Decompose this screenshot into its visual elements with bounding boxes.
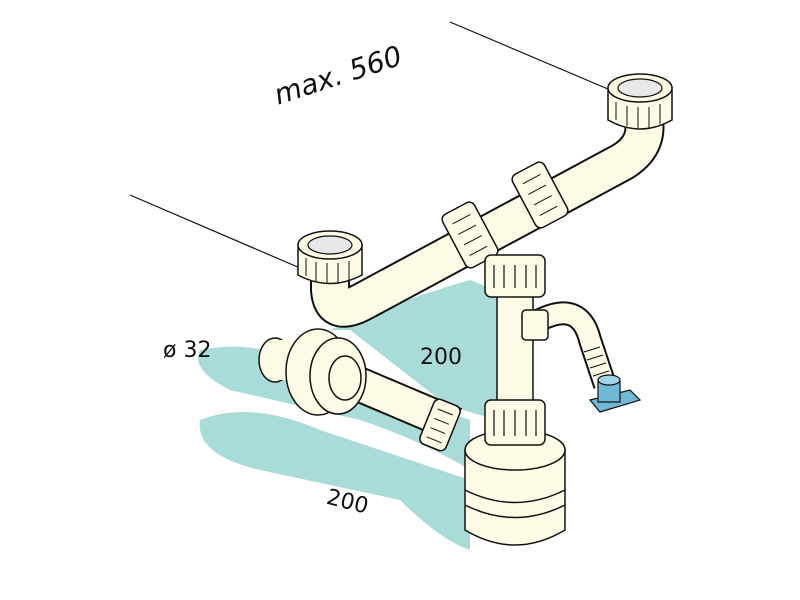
hose-connector (521, 301, 617, 389)
label-height: 200 (420, 345, 462, 370)
nut-bottle-top (484, 399, 546, 446)
nut-vertical-top (484, 254, 546, 298)
inlet-right (607, 73, 673, 130)
dimension-line-left (129, 194, 301, 269)
horizontal-pipe (310, 106, 665, 328)
bottle-trap (464, 429, 566, 546)
nut-side-outlet (419, 398, 461, 452)
label-diameter: ø 32 (163, 338, 212, 363)
inlet-left (297, 230, 363, 285)
nut-horizontal-left (441, 201, 499, 269)
nut-horizontal-right (511, 161, 569, 229)
dimension-line-right (449, 21, 616, 93)
hose-fitting (588, 374, 642, 413)
